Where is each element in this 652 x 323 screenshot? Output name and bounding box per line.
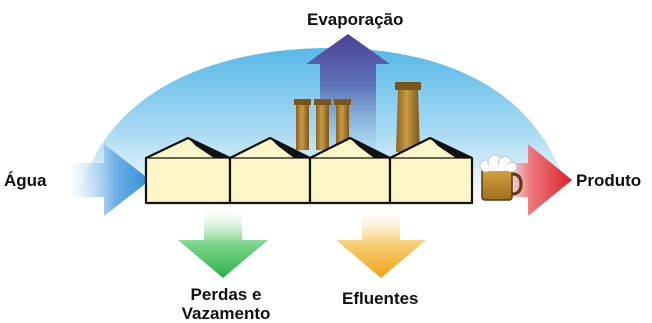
factory-icon bbox=[144, 136, 474, 205]
effluents-label: Efluentes bbox=[342, 289, 419, 308]
effluents-arrow bbox=[336, 208, 426, 278]
evaporation-label: Evaporação bbox=[307, 10, 404, 29]
chimney-icon bbox=[294, 82, 421, 152]
product-output-arrow bbox=[488, 144, 572, 216]
losses-arrow bbox=[178, 208, 268, 278]
water-label: Água bbox=[4, 171, 47, 190]
product-label: Produto bbox=[576, 171, 642, 190]
beer-mug-icon bbox=[479, 154, 523, 201]
water-input-arrow bbox=[64, 144, 150, 216]
losses-label: Perdas e Vazamento bbox=[181, 285, 271, 323]
